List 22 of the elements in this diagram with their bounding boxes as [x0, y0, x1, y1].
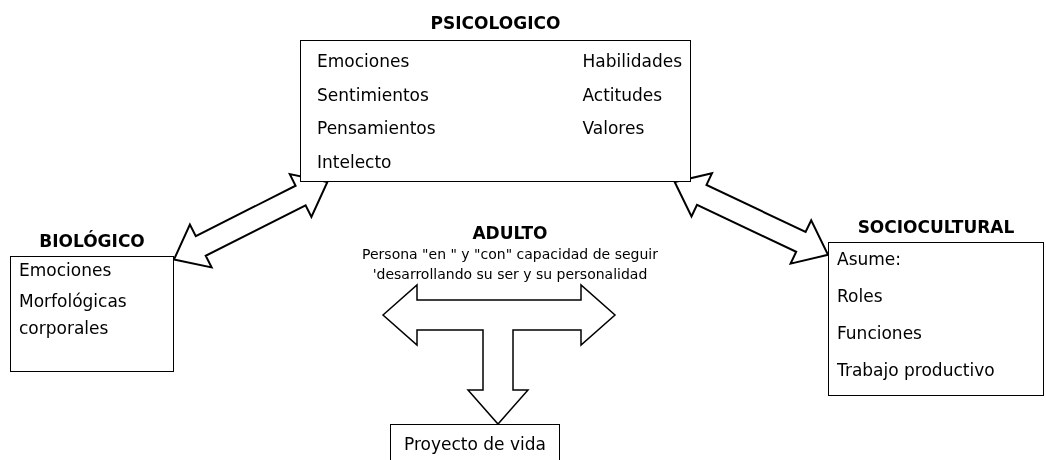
- list-item: Valores: [582, 117, 646, 140]
- double-block-arrow: [673, 171, 830, 266]
- list-item: Roles: [837, 285, 884, 308]
- list-item: Asume:: [837, 248, 902, 271]
- double-block-arrow: [172, 172, 329, 269]
- heading: SOCIOCULTURAL: [856, 216, 1016, 238]
- list-item: Pensamientos: [317, 117, 437, 140]
- t-block-arrow: [381, 283, 617, 426]
- list-item: Habilidades: [582, 50, 682, 73]
- list-item: Intelecto: [317, 150, 393, 174]
- heading: PSICOLOGICO: [429, 12, 562, 34]
- list-item: Morfológicas corporales: [19, 290, 128, 340]
- list-item: Emociones: [317, 50, 411, 73]
- list-item: Sentimientos: [317, 83, 430, 107]
- list-item: Trabajo productivo: [837, 359, 996, 382]
- list-item: Actitudes: [582, 83, 664, 107]
- heading: BIOLÓGICO: [38, 230, 146, 252]
- box-label: Proyecto de vida: [404, 432, 546, 456]
- heading: ADULTO: [472, 222, 548, 244]
- list-item: Emociones: [19, 259, 113, 282]
- description-text: Persona "en " y "con" capacidad de seguir 'desarrollando su ser y su personalidad: [361, 245, 659, 284]
- list-item: Funciones: [837, 322, 923, 345]
